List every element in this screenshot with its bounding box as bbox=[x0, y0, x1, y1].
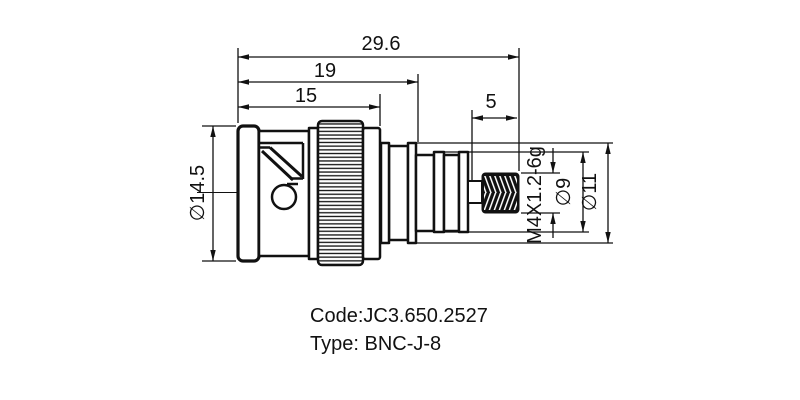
dim-label-front-length: 15 bbox=[295, 85, 317, 107]
dimension-overall-length bbox=[237, 48, 520, 171]
dimension-rear-diameter bbox=[416, 142, 613, 244]
step-ring-left bbox=[307, 126, 320, 261]
arrowhead bbox=[210, 126, 216, 137]
part-type-label: Type: BNC-J-8 bbox=[310, 333, 441, 355]
dimension-mid-diameter bbox=[434, 151, 589, 233]
arrowhead bbox=[407, 79, 418, 85]
arrowhead bbox=[550, 213, 556, 224]
arrowhead bbox=[472, 115, 483, 121]
dim-label-overall-length: 29.6 bbox=[362, 33, 401, 55]
ring-d9-right bbox=[457, 150, 470, 234]
arrowhead bbox=[238, 104, 249, 110]
arrowhead bbox=[580, 221, 586, 232]
ring-d11-left bbox=[379, 141, 391, 245]
ring-d9-left bbox=[432, 150, 446, 234]
arrowhead bbox=[580, 152, 586, 163]
arrowhead bbox=[238, 79, 249, 85]
dim-label-flange-diameter: ∅14.5 bbox=[187, 165, 209, 221]
knurled-nut bbox=[316, 119, 365, 267]
dimension-body-length bbox=[238, 74, 419, 142]
arrowhead bbox=[506, 115, 517, 121]
stud-neck bbox=[467, 180, 483, 204]
dim-label-mid-diameter: ∅9 bbox=[553, 178, 575, 207]
arrowhead bbox=[238, 54, 249, 60]
arrowhead bbox=[508, 54, 519, 60]
title-block: Code:JC3.650.2527 Type: BNC-J-8 bbox=[310, 305, 488, 355]
part-code-label: Code:JC3.650.2527 bbox=[310, 305, 488, 327]
bayonet-slot bbox=[259, 141, 305, 211]
dimension-front-length bbox=[238, 94, 381, 126]
arrowhead bbox=[210, 250, 216, 261]
connector-profile bbox=[236, 119, 483, 267]
dim-label-thread-length: 5 bbox=[485, 91, 496, 113]
step-ring-right bbox=[361, 126, 382, 261]
arrowhead bbox=[369, 104, 380, 110]
dim-label-thread-spec: M4X1.2-6g bbox=[524, 146, 546, 244]
rear-body bbox=[414, 153, 436, 233]
rear-body-mid bbox=[442, 153, 461, 233]
front-flange bbox=[236, 124, 261, 263]
arrowhead bbox=[550, 162, 556, 173]
dimension-flange-diameter bbox=[202, 125, 236, 262]
arrowhead bbox=[605, 143, 611, 154]
arrowhead bbox=[605, 232, 611, 243]
dim-label-rear-diameter: ∅11 bbox=[579, 173, 601, 211]
groove-d11 bbox=[387, 144, 410, 242]
threaded-stud bbox=[481, 172, 520, 214]
dim-label-body-length: 19 bbox=[314, 60, 336, 82]
